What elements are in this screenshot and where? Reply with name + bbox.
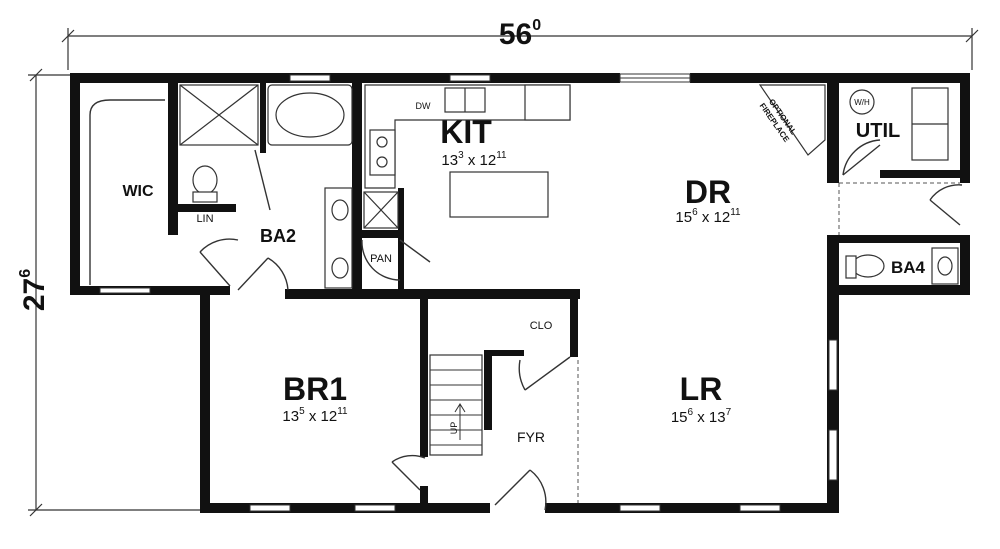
dr-h: 12 (714, 209, 731, 226)
br1-w: 13 (282, 408, 299, 425)
room-label-dr: DR (685, 174, 731, 210)
br1-h-sup: 11 (337, 406, 348, 417)
water-heater (849, 89, 875, 115)
room-label-ba2: BA2 (260, 226, 296, 246)
lr-w: 15 (671, 409, 688, 426)
dr-w: 15 (675, 209, 692, 226)
fireplace (758, 84, 826, 156)
lr-h-sup: 7 (726, 407, 732, 418)
br1-h: 12 (321, 408, 338, 425)
label-water-heater: W/H (854, 98, 870, 107)
room-label-clo: CLO (530, 320, 553, 332)
kitchen-island (449, 171, 549, 218)
br1-x: x (309, 408, 317, 425)
kit-x: x (468, 152, 476, 169)
width-dimension-main: 56 (499, 18, 532, 51)
room-label-lin: LIN (196, 213, 213, 225)
stair-treads (430, 369, 482, 446)
room-label-util: UTIL (856, 120, 900, 142)
lr-x: x (697, 409, 705, 426)
fixtures (179, 84, 959, 456)
kit-h: 12 (480, 152, 497, 169)
kit-w: 13 (441, 152, 458, 169)
room-label-wic: WIC (122, 183, 154, 200)
lr-w-sup: 6 (688, 407, 694, 418)
room-size-kit: 133 x 1211 (441, 150, 507, 169)
room-label-br1: BR1 (283, 371, 347, 407)
width-dimension-sup: 0 (532, 17, 541, 34)
toilet-ba2 (192, 165, 218, 195)
kit-w-sup: 3 (458, 150, 464, 161)
toilet-ba4 (851, 254, 885, 278)
refrigerator (524, 84, 571, 121)
room-size-br1: 135 x 1211 (282, 406, 348, 425)
dr-h-sup: 11 (730, 207, 741, 218)
stairs (429, 354, 483, 456)
dr-x: x (702, 209, 710, 226)
dashed-openings (577, 182, 960, 503)
room-label-lr: LR (680, 371, 723, 407)
label-dishwasher: DW (416, 101, 431, 111)
width-dimension-line (61, 28, 979, 70)
room-label-fyr: FYR (517, 429, 545, 445)
depth-dimension-sup: 6 (17, 269, 34, 278)
windows (99, 74, 838, 512)
dr-w-sup: 6 (692, 207, 698, 218)
door-swings (89, 99, 963, 511)
room-label-pan: PAN (370, 253, 392, 265)
br1-w-sup: 5 (299, 406, 305, 417)
room-label-kit: KIT (440, 114, 492, 150)
kit-h-sup: 11 (496, 150, 507, 161)
room-size-lr: 156 x 137 (671, 407, 732, 426)
depth-dimension: 276 (17, 269, 51, 311)
label-stairs-up: UP (449, 422, 459, 435)
lr-h: 13 (709, 409, 726, 426)
depth-dimension-line (28, 68, 200, 517)
room-size-dr: 156 x 1211 (675, 207, 741, 226)
depth-dimension-main: 27 (18, 278, 51, 311)
width-dimension: 560 (499, 17, 541, 51)
sliding-door (619, 73, 691, 83)
room-label-ba4: BA4 (891, 258, 926, 277)
